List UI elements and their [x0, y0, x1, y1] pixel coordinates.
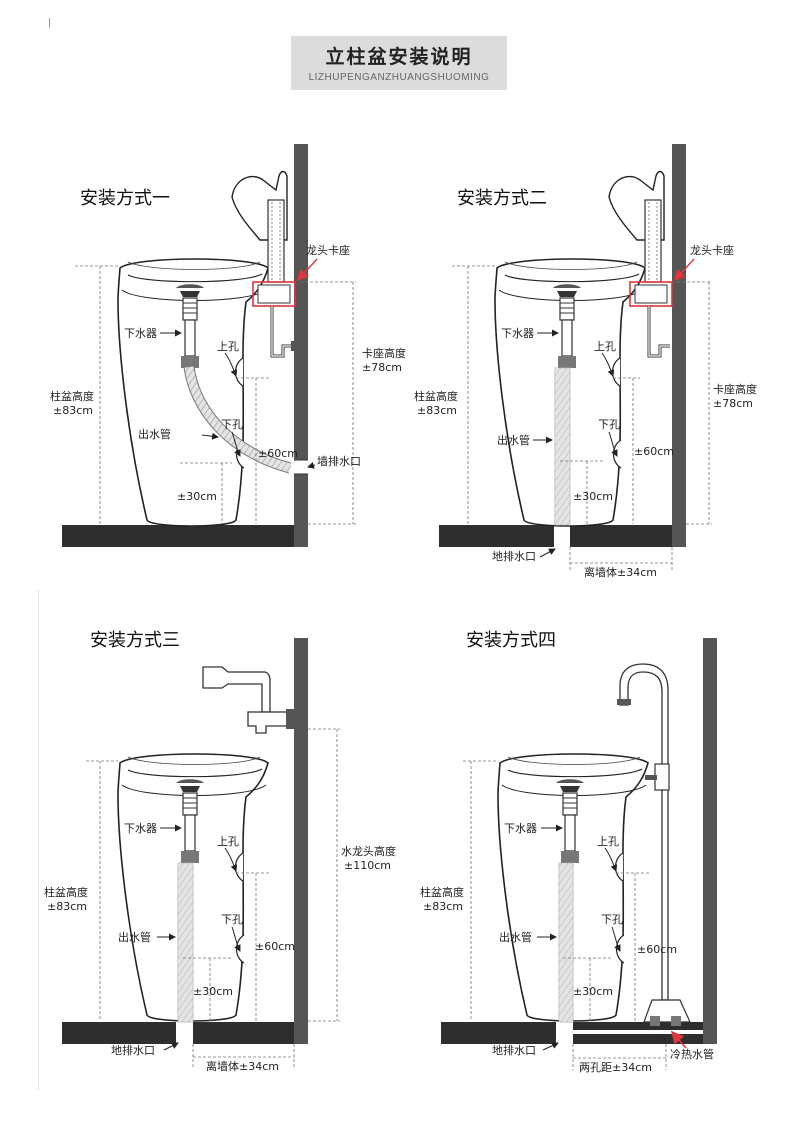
method1-seat-height-value: ±78cm	[362, 361, 402, 374]
page-subtitle: LIZHUPENGANZHUANGSHUOMING	[308, 72, 490, 83]
method3-title: 安装方式三	[90, 630, 180, 651]
method1-dim-60: ±60cm	[258, 447, 298, 460]
header-banner: 立柱盆安装说明 LIZHUPENGANZHUANGSHUOMING	[291, 36, 507, 90]
method4-basin-height-value: ±83cm	[423, 900, 463, 913]
method1-dim-30: ±30cm	[177, 490, 217, 503]
method4-dim-60: ±60cm	[637, 943, 677, 956]
corner-tick-mark	[49, 18, 50, 28]
method3-diagram	[62, 638, 340, 1068]
left-guide-line	[38, 590, 39, 1090]
method2-upper-hole-label: 上孔	[594, 340, 616, 353]
method1-drain-valve-label: 下水器	[124, 327, 157, 340]
method4-dim-30: ±30cm	[573, 985, 613, 998]
method1-seat-height-label: 卡座高度	[362, 347, 406, 360]
method2-seat-height-value: ±78cm	[713, 397, 753, 410]
method1-wall-drain-label: 墙排水口	[317, 455, 361, 468]
method3-lower-hole-label: 下孔	[221, 913, 243, 926]
method3-floor-drain-label: 地排水口	[111, 1044, 155, 1057]
method3-dim-30: ±30cm	[193, 985, 233, 998]
page-title: 立柱盆安装说明	[325, 46, 473, 68]
method1-lower-hole-label: 下孔	[221, 418, 243, 431]
method4-floor-drain-label: 地排水口	[492, 1044, 536, 1057]
method2-basin-height-value: ±83cm	[417, 404, 457, 417]
method2-floor-drain-label: 地排水口	[492, 550, 536, 563]
method4-hot-cold-pipe-label: 冷热水管	[670, 1048, 714, 1061]
method4-upper-hole-label: 上孔	[597, 835, 619, 848]
method3-drain-valve-label: 下水器	[124, 822, 157, 835]
method3-faucet-height-value: ±110cm	[344, 859, 391, 872]
method2-seat-height-label: 卡座高度	[713, 383, 757, 396]
method3-basin-height-value: ±83cm	[47, 900, 87, 913]
method1-diagram	[62, 144, 356, 547]
method2-basin-height-label: 柱盆高度	[414, 390, 458, 403]
method3-outlet-pipe-label: 出水管	[118, 931, 151, 944]
method1-basin-height-label: 柱盆高度	[50, 390, 94, 403]
method3-dim-60: ±60cm	[255, 940, 295, 953]
method2-lower-hole-label: 下孔	[598, 418, 620, 431]
method2-title: 安装方式二	[457, 188, 547, 209]
method4-lower-hole-label: 下孔	[601, 913, 623, 926]
method2-dim-30: ±30cm	[573, 490, 613, 503]
method2-faucet-seat-label: 龙头卡座	[690, 244, 734, 257]
method3-upper-hole-label: 上孔	[217, 835, 239, 848]
method3-faucet-height-label: 水龙头高度	[341, 845, 396, 858]
method4-basin-height-label: 柱盆高度	[420, 886, 464, 899]
method4-outlet-pipe-label: 出水管	[499, 931, 532, 944]
method4-hole-distance-label: 两孔距±34cm	[579, 1061, 652, 1074]
method2-outlet-pipe-label: 出水管	[497, 434, 530, 447]
method2-drain-valve-label: 下水器	[501, 327, 534, 340]
method1-outlet-pipe-label: 出水管	[138, 428, 171, 441]
method2-wall-distance-label: 离墙体±34cm	[584, 566, 657, 579]
method1-upper-hole-label: 上孔	[217, 340, 239, 353]
method3-wall-distance-label: 离墙体±34cm	[206, 1060, 279, 1073]
method4-drain-valve-label: 下水器	[504, 822, 537, 835]
method4-diagram	[441, 638, 717, 1070]
method1-title: 安装方式一	[80, 188, 170, 209]
method2-diagram	[439, 144, 712, 572]
method2-dim-60: ±60cm	[634, 445, 674, 458]
method3-basin-height-label: 柱盆高度	[44, 886, 88, 899]
method1-basin-height-value: ±83cm	[53, 404, 93, 417]
method4-title: 安装方式四	[466, 630, 556, 651]
method1-faucet-seat-label: 龙头卡座	[306, 244, 350, 257]
